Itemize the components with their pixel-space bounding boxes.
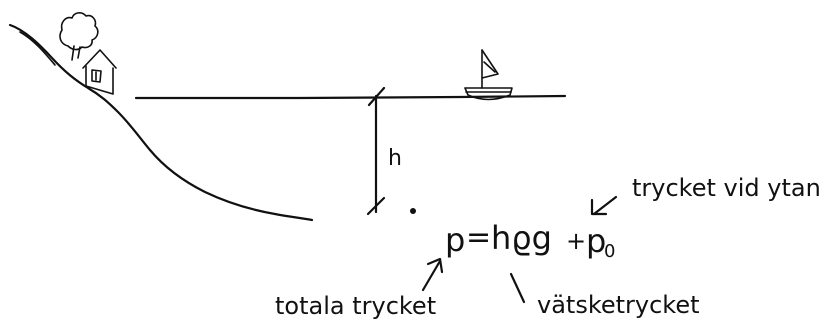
depth-label: h [388,146,402,171]
hillside-line [8,23,314,222]
house-icon [82,49,117,95]
pressure-formula: p = hϱg + p 0 [445,219,615,262]
total-pressure-arrow [421,257,444,292]
hill-shading [19,31,56,66]
measurement-point [410,208,416,214]
liquid-pressure-label: vätsketrycket [537,291,700,319]
total-pressure-label: totala trycket [275,292,436,320]
water-surface-line [134,94,567,100]
depth-marker [366,86,386,216]
sailboat-icon [464,49,513,101]
liquid-pressure-pointer [509,272,526,304]
formula-plus: + [566,227,586,255]
formula-equals: = [466,220,491,255]
formula-hqg: hϱg [491,219,552,257]
formula-p: p [445,221,465,259]
formula-p0: p [586,222,606,260]
surface-pressure-arrow [590,195,618,216]
formula-p0-subscript: 0 [604,241,615,262]
tree-icon [59,12,99,61]
surface-pressure-label: trycket vid ytan [632,174,821,202]
